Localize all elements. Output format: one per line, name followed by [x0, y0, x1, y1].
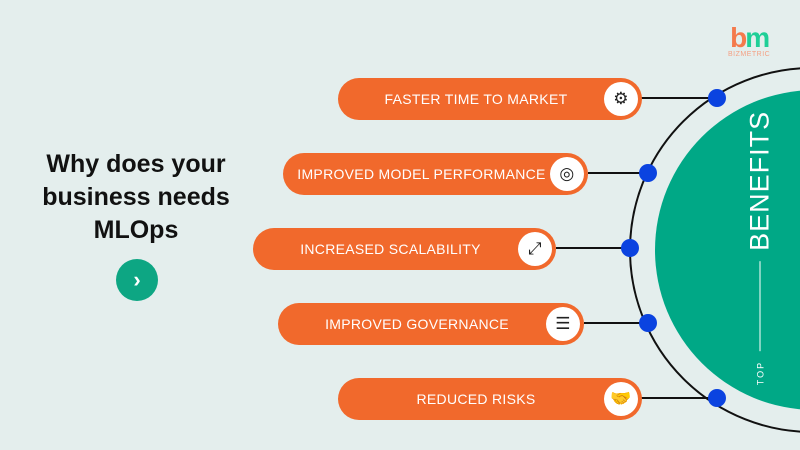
bizmetric-logo: bm BIZMETRIC [728, 22, 771, 59]
connector-dot [708, 89, 726, 107]
connector-dot [621, 239, 639, 257]
checklist-icon: ☰ [546, 307, 580, 341]
divider [759, 260, 761, 351]
benefit-label: FASTER TIME TO MARKET [384, 91, 568, 107]
benefit-label: IMPROVED GOVERNANCE [325, 316, 509, 332]
headline: Why does your business needs MLOps [42, 150, 230, 244]
logo-name: BIZMETRIC [728, 51, 771, 58]
connector-dot [639, 314, 657, 332]
handshake-icon: 🤝 [604, 382, 638, 416]
benefit-label: INCREASED SCALABILITY [300, 241, 481, 257]
connector-dot [639, 164, 657, 182]
benefits-label: BENEFITS [744, 110, 775, 251]
benefit-improved-governance: IMPROVED GOVERNANCE ☰ [278, 303, 584, 345]
benefit-label: REDUCED RISKS [416, 391, 536, 407]
target-icon: ◎ [550, 157, 584, 191]
scale-up-icon: ⤢ [518, 232, 552, 266]
benefit-reduced-risks: REDUCED RISKS 🤝 [338, 378, 642, 420]
lightbulb-gear-icon: ⚙ [604, 82, 638, 116]
benefit-label: IMPROVED MODEL PERFORMANCE [297, 166, 546, 182]
benefits-title: TOP BENEFITS [745, 111, 776, 385]
benefit-faster-time-to-market: FASTER TIME TO MARKET ⚙ [338, 78, 642, 120]
connector-dot [708, 389, 726, 407]
benefit-improved-model-performance: IMPROVED MODEL PERFORMANCE ◎ [283, 153, 588, 195]
logo-b: b [730, 22, 747, 53]
benefit-increased-scalability: INCREASED SCALABILITY ⤢ [253, 228, 556, 270]
benefits-circle [655, 90, 800, 410]
next-button[interactable]: › [116, 259, 158, 301]
logo-m: m [745, 22, 770, 53]
top-label: TOP [755, 360, 765, 386]
